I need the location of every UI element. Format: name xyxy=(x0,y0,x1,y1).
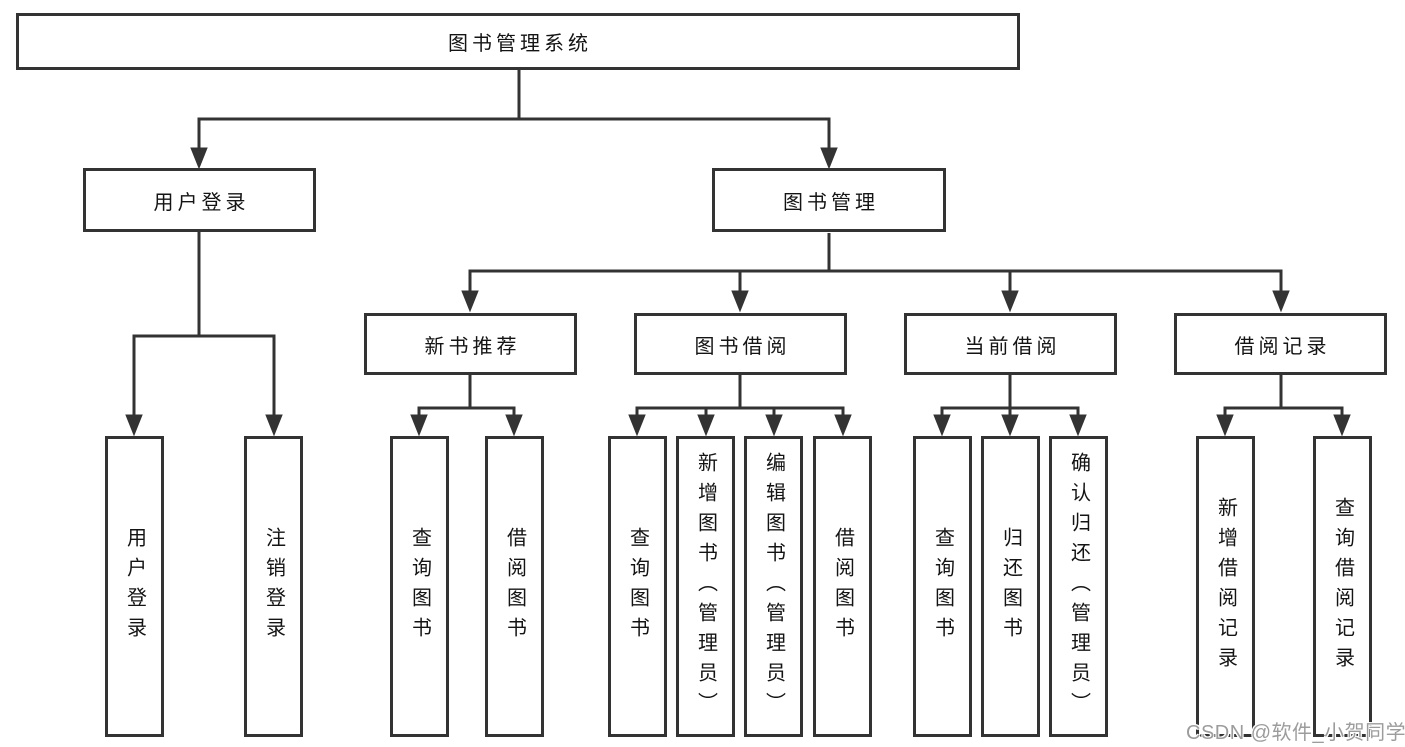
leaf-borrow-add-label: 新增图书（管理员） xyxy=(694,451,717,722)
leaf-newbooks-query: 查询图书 xyxy=(390,436,449,737)
leaf-current-confirm-label: 确认归还（管理员） xyxy=(1067,451,1090,722)
leaf-borrow-edit: 编辑图书（管理员） xyxy=(744,436,803,737)
leaf-newbooks-query-label: 查询图书 xyxy=(408,526,431,647)
node-borrow-records: 借阅记录 xyxy=(1174,313,1387,375)
node-new-books: 新书推荐 xyxy=(364,313,577,375)
leaf-records-add-label: 新增借阅记录 xyxy=(1214,496,1237,677)
leaf-borrow-add: 新增图书（管理员） xyxy=(676,436,735,737)
leaf-current-query: 查询图书 xyxy=(913,436,972,737)
leaf-current-confirm: 确认归还（管理员） xyxy=(1049,436,1108,737)
leaf-records-query: 查询借阅记录 xyxy=(1313,436,1372,737)
leaf-user-login: 用户登录 xyxy=(105,436,164,737)
node-book-borrow: 图书借阅 xyxy=(634,313,847,375)
leaf-borrow-borrow: 借阅图书 xyxy=(813,436,872,737)
node-book-management: 图书管理 xyxy=(712,168,946,232)
leaf-borrow-borrow-label: 借阅图书 xyxy=(831,526,854,647)
leaf-current-return: 归还图书 xyxy=(981,436,1040,737)
leaf-logout: 注销登录 xyxy=(244,436,303,737)
leaf-newbooks-borrow: 借阅图书 xyxy=(485,436,544,737)
leaf-borrow-query: 查询图书 xyxy=(608,436,667,737)
leaf-newbooks-borrow-label: 借阅图书 xyxy=(503,526,526,647)
csdn-watermark: CSDN @软件_小贺同学 xyxy=(1186,722,1405,744)
leaf-current-query-label: 查询图书 xyxy=(931,526,954,647)
leaf-user-login-label: 用户登录 xyxy=(123,526,146,647)
leaf-records-add: 新增借阅记录 xyxy=(1196,436,1255,737)
leaf-records-query-label: 查询借阅记录 xyxy=(1331,496,1354,677)
leaf-borrow-edit-label: 编辑图书（管理员） xyxy=(762,451,785,722)
node-user-login: 用户登录 xyxy=(83,168,316,232)
leaf-current-return-label: 归还图书 xyxy=(999,526,1022,647)
node-system-root: 图书管理系统 xyxy=(16,13,1020,70)
node-current-borrow: 当前借阅 xyxy=(904,313,1117,375)
leaf-logout-label: 注销登录 xyxy=(262,526,285,647)
leaf-borrow-query-label: 查询图书 xyxy=(626,526,649,647)
